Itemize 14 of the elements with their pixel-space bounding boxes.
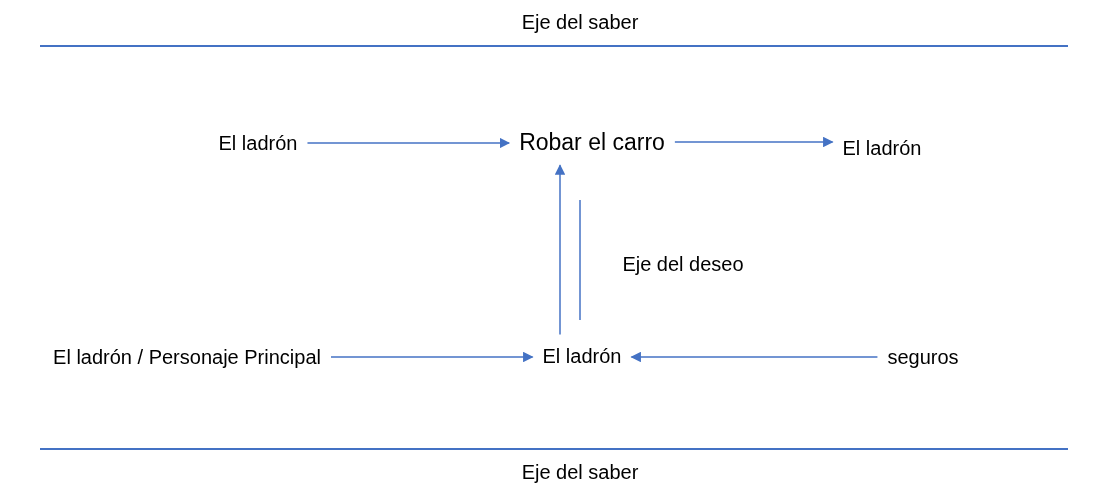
actant-label: El ladrón — [218, 131, 298, 155]
arrow — [674, 136, 834, 148]
actant-label: seguros — [887, 345, 959, 369]
axis-label: Eje del deseo — [622, 252, 744, 276]
arrow — [306, 137, 511, 149]
arrow — [330, 351, 534, 363]
actant-label: El ladrón — [842, 136, 922, 160]
arrow — [554, 164, 566, 336]
arrow — [630, 351, 879, 363]
actant-label: Robar el carro — [519, 128, 665, 156]
actant-label: El ladrón / Personaje Principal — [53, 345, 321, 369]
axis-label: Eje del saber — [521, 460, 639, 484]
actant-label: El ladrón — [542, 344, 622, 368]
axis-label: Eje del saber — [521, 10, 639, 34]
